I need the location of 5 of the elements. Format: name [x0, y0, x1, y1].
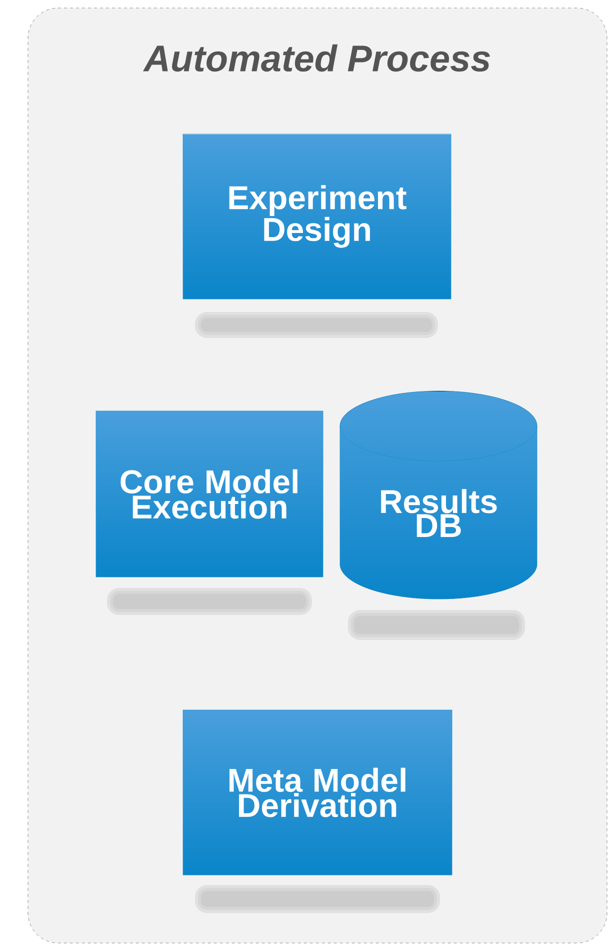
heading: Automated Process	[143, 44, 490, 72]
process-box: Core Model Execution	[96, 410, 324, 578]
database-cylinder: Results DB	[340, 390, 538, 600]
process-box: Meta Model Derivation	[182, 710, 452, 876]
process-box: Experiment Design	[182, 134, 452, 300]
